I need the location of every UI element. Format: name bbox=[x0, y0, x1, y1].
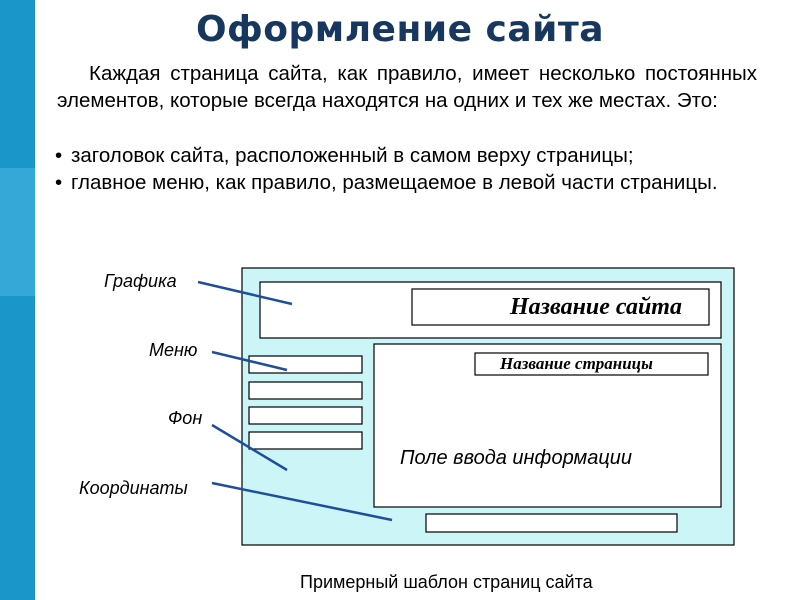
diagram-caption: Примерный шаблон страниц сайта bbox=[300, 572, 593, 592]
site-name-box bbox=[411, 288, 710, 326]
background-label: Фон bbox=[168, 408, 203, 428]
bullet-item: • главное меню, как правило, размещаемое… bbox=[55, 169, 755, 196]
site-name-text: Название сайта bbox=[510, 294, 682, 320]
graphics-pointer-line bbox=[197, 280, 293, 306]
bullet-marker: • bbox=[55, 171, 63, 194]
coordinates-label: Координаты bbox=[79, 478, 188, 498]
bullet-list: • заголовок сайта, расположенный в самом… bbox=[55, 142, 755, 196]
page-name-text: Название страницы bbox=[500, 354, 653, 373]
graphics-label: Графика bbox=[104, 271, 177, 291]
bullet-text: заголовок сайта, расположенный в самом в… bbox=[71, 144, 634, 167]
side-accent-segment bbox=[0, 168, 35, 296]
menu-pointer-line bbox=[211, 350, 288, 372]
bullet-text: главное меню, как правило, размещаемое в… bbox=[71, 171, 718, 194]
menu-item-box bbox=[248, 381, 363, 400]
side-accent-bar bbox=[0, 0, 35, 600]
intro-paragraph: Каждая страница сайта, как правило, имее… bbox=[57, 62, 757, 112]
slide-title: Оформление сайта bbox=[195, 9, 605, 50]
page-name-box bbox=[474, 352, 709, 376]
coordinates-pointer-line bbox=[211, 481, 393, 522]
background-pointer-line bbox=[211, 423, 288, 472]
bullet-marker: • bbox=[55, 144, 63, 167]
input-field-text: Поле ввода информации bbox=[400, 447, 633, 469]
bullet-item: • заголовок сайта, расположенный в самом… bbox=[55, 142, 755, 169]
menu-label: Меню bbox=[149, 340, 198, 360]
menu-item-box bbox=[248, 406, 363, 425]
menu-item-box bbox=[248, 431, 363, 450]
coordinates-box bbox=[425, 513, 678, 533]
